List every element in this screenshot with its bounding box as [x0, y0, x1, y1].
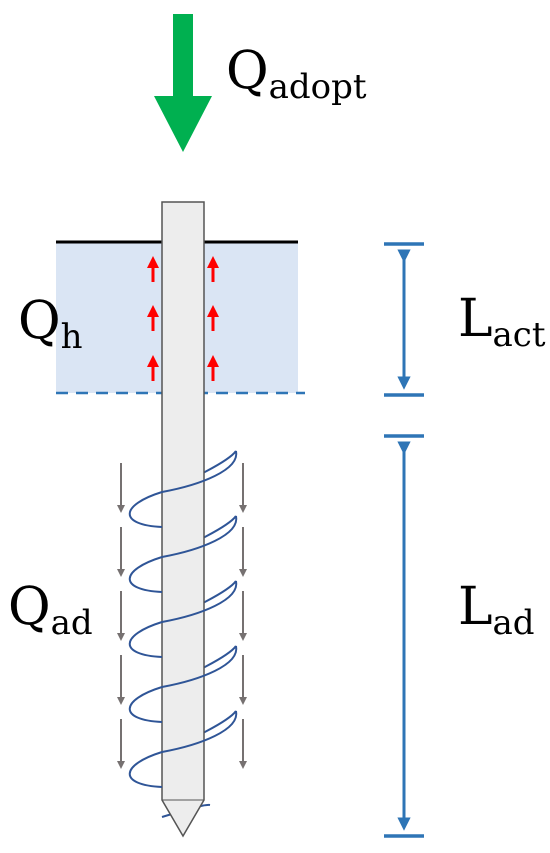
helix-resistance-label-sub: ad: [51, 603, 93, 643]
active-length-label: Lact: [458, 289, 546, 355]
load-arrow: [154, 14, 212, 152]
adhesion-length-label: Lad: [458, 577, 535, 643]
load-label: Qadopt: [226, 41, 367, 107]
load-label-sub: adopt: [269, 67, 367, 107]
active-length-label-main: L: [458, 289, 493, 349]
helix-front: [128, 450, 238, 788]
load-label-main: Q: [226, 41, 269, 101]
shaft-resistance-label-main: Q: [18, 291, 61, 351]
shaft-resistance-label: Qh: [18, 291, 83, 357]
downward-resistance-arrows: [117, 463, 247, 769]
pile-shaft: [161, 201, 205, 838]
active-length-label-sub: act: [493, 315, 546, 355]
helix-resistance-label-main: Q: [8, 577, 51, 637]
upward-resistance-arrows: [147, 256, 219, 381]
adhesion-length-label-main: L: [458, 577, 493, 637]
shaft-resistance-label-sub: h: [61, 317, 83, 357]
adhesion-length-label-sub: ad: [493, 603, 535, 643]
adhesion-length-dimension: [384, 434, 424, 838]
active-length-dimension: [384, 242, 424, 397]
helix-resistance-label: Qad: [8, 577, 93, 643]
